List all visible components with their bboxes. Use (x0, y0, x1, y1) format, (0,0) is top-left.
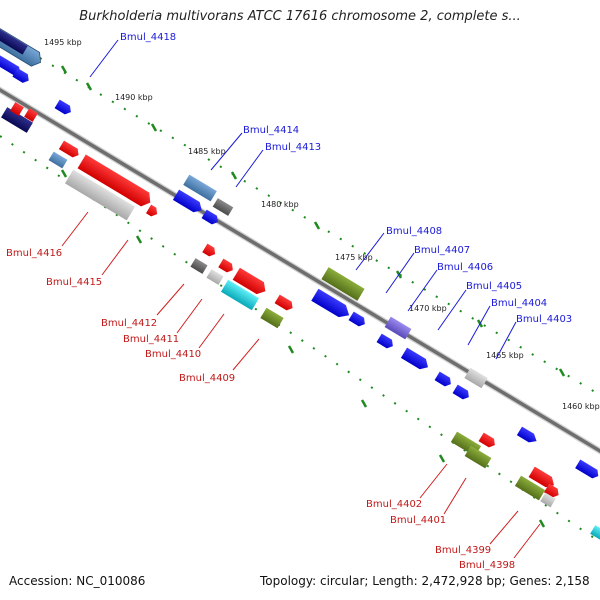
gene-label: Bmul_4413 (265, 142, 321, 153)
gene-label: Bmul_4406 (437, 262, 493, 273)
kbp-label: 1460 kbp (562, 402, 600, 411)
kbp-label: 1465 kbp (486, 351, 524, 360)
gene-feature (260, 307, 284, 329)
gene-feature (183, 174, 217, 202)
kbp-label: 1470 kbp (409, 304, 447, 313)
gene-feature (12, 68, 29, 83)
gene-feature (0, 53, 21, 76)
gene-feature (514, 475, 546, 501)
gene-feature (528, 466, 555, 488)
gene-label: Bmul_4410 (145, 349, 201, 360)
gene-feature (24, 108, 38, 122)
gene-label: Bmul_4398 (459, 560, 515, 571)
gene-feature (516, 426, 537, 443)
gene-feature (172, 189, 202, 213)
gene-feature (212, 198, 234, 216)
kbp-label: 1480 kbp (261, 200, 299, 209)
gene-label: Bmul_4408 (386, 226, 442, 237)
gene-label: Bmul_4416 (6, 248, 62, 259)
gene-feature (464, 367, 488, 389)
gene-feature (218, 258, 233, 273)
gene-label: Bmul_4409 (179, 373, 235, 384)
kbp-label: 1490 kbp (115, 93, 153, 102)
gene-feature (220, 279, 260, 311)
gene-label: Bmul_4407 (414, 245, 470, 256)
scale-ticks-lower (0, 135, 600, 543)
gene-feature (48, 151, 68, 169)
chromosome-backbone (0, 86, 600, 455)
gene-label: Bmul_4405 (466, 281, 522, 292)
gene-feature (77, 154, 151, 207)
gene-feature (540, 492, 556, 508)
gene-feature (206, 269, 224, 285)
gene-feature (452, 384, 469, 400)
gene-feature (321, 267, 365, 301)
gene-label: Bmul_4418 (120, 32, 176, 43)
accession-label: Accession: NC_010086 (9, 574, 146, 588)
gene-label: Bmul_4415 (46, 277, 102, 288)
gene-feature (543, 483, 559, 498)
gene-feature (190, 258, 208, 274)
gene-feature (434, 371, 451, 387)
gene-feature (65, 169, 135, 221)
gene-feature (590, 525, 600, 540)
label-leaders-bottom (61, 211, 541, 559)
gene-feature (348, 311, 365, 327)
gene-feature (0, 23, 28, 55)
kbp-label: 1495 kbp (44, 38, 82, 47)
gene-label: Bmul_4399 (435, 545, 491, 556)
gene-labels-top: Bmul_4418 Bmul_4414 Bmul_4413 Bmul_4408 … (120, 32, 572, 325)
scale-ticks-major (60, 65, 566, 528)
gene-label: Bmul_4401 (390, 515, 446, 526)
gene-feature (400, 347, 429, 370)
label-leaders-top (89, 39, 517, 360)
gene-feature (376, 333, 393, 349)
gene-label: Bmul_4403 (516, 314, 572, 325)
gene-feature (202, 243, 216, 257)
gene-feature (232, 267, 266, 295)
gene-feature (1, 107, 33, 133)
genes-upper (0, 21, 599, 479)
gene-label: Bmul_4414 (243, 125, 299, 136)
gene-label: Bmul_4411 (123, 334, 179, 345)
kbp-label: 1485 kbp (188, 147, 226, 156)
gene-feature (478, 432, 495, 448)
gene-feature (575, 459, 599, 479)
gene-label: Bmul_4412 (101, 318, 157, 329)
gene-label: Bmul_4402 (366, 499, 422, 510)
gene-feature (274, 294, 293, 311)
gene-feature (201, 209, 218, 225)
gene-feature (10, 102, 24, 116)
gene-feature (145, 204, 158, 217)
gene-feature (464, 445, 492, 469)
genes-lower (1, 102, 600, 540)
kbp-labels: 1495 kbp 1490 kbp 1485 kbp 1480 kbp 1475… (44, 38, 600, 411)
kbp-label: 1475 kbp (335, 253, 373, 262)
gene-feature (58, 140, 79, 158)
gene-labels-bottom: Bmul_4416 Bmul_4415 Bmul_4412 Bmul_4411 … (6, 248, 515, 571)
genome-summary: Topology: circular; Length: 2,472,928 bp… (260, 574, 590, 588)
gene-feature (384, 316, 412, 340)
gene-feature (54, 99, 71, 115)
gene-feature (311, 288, 350, 318)
map-title: Burkholderia multivorans ATCC 17616 chro… (79, 9, 521, 24)
gene-label: Bmul_4404 (491, 298, 547, 309)
